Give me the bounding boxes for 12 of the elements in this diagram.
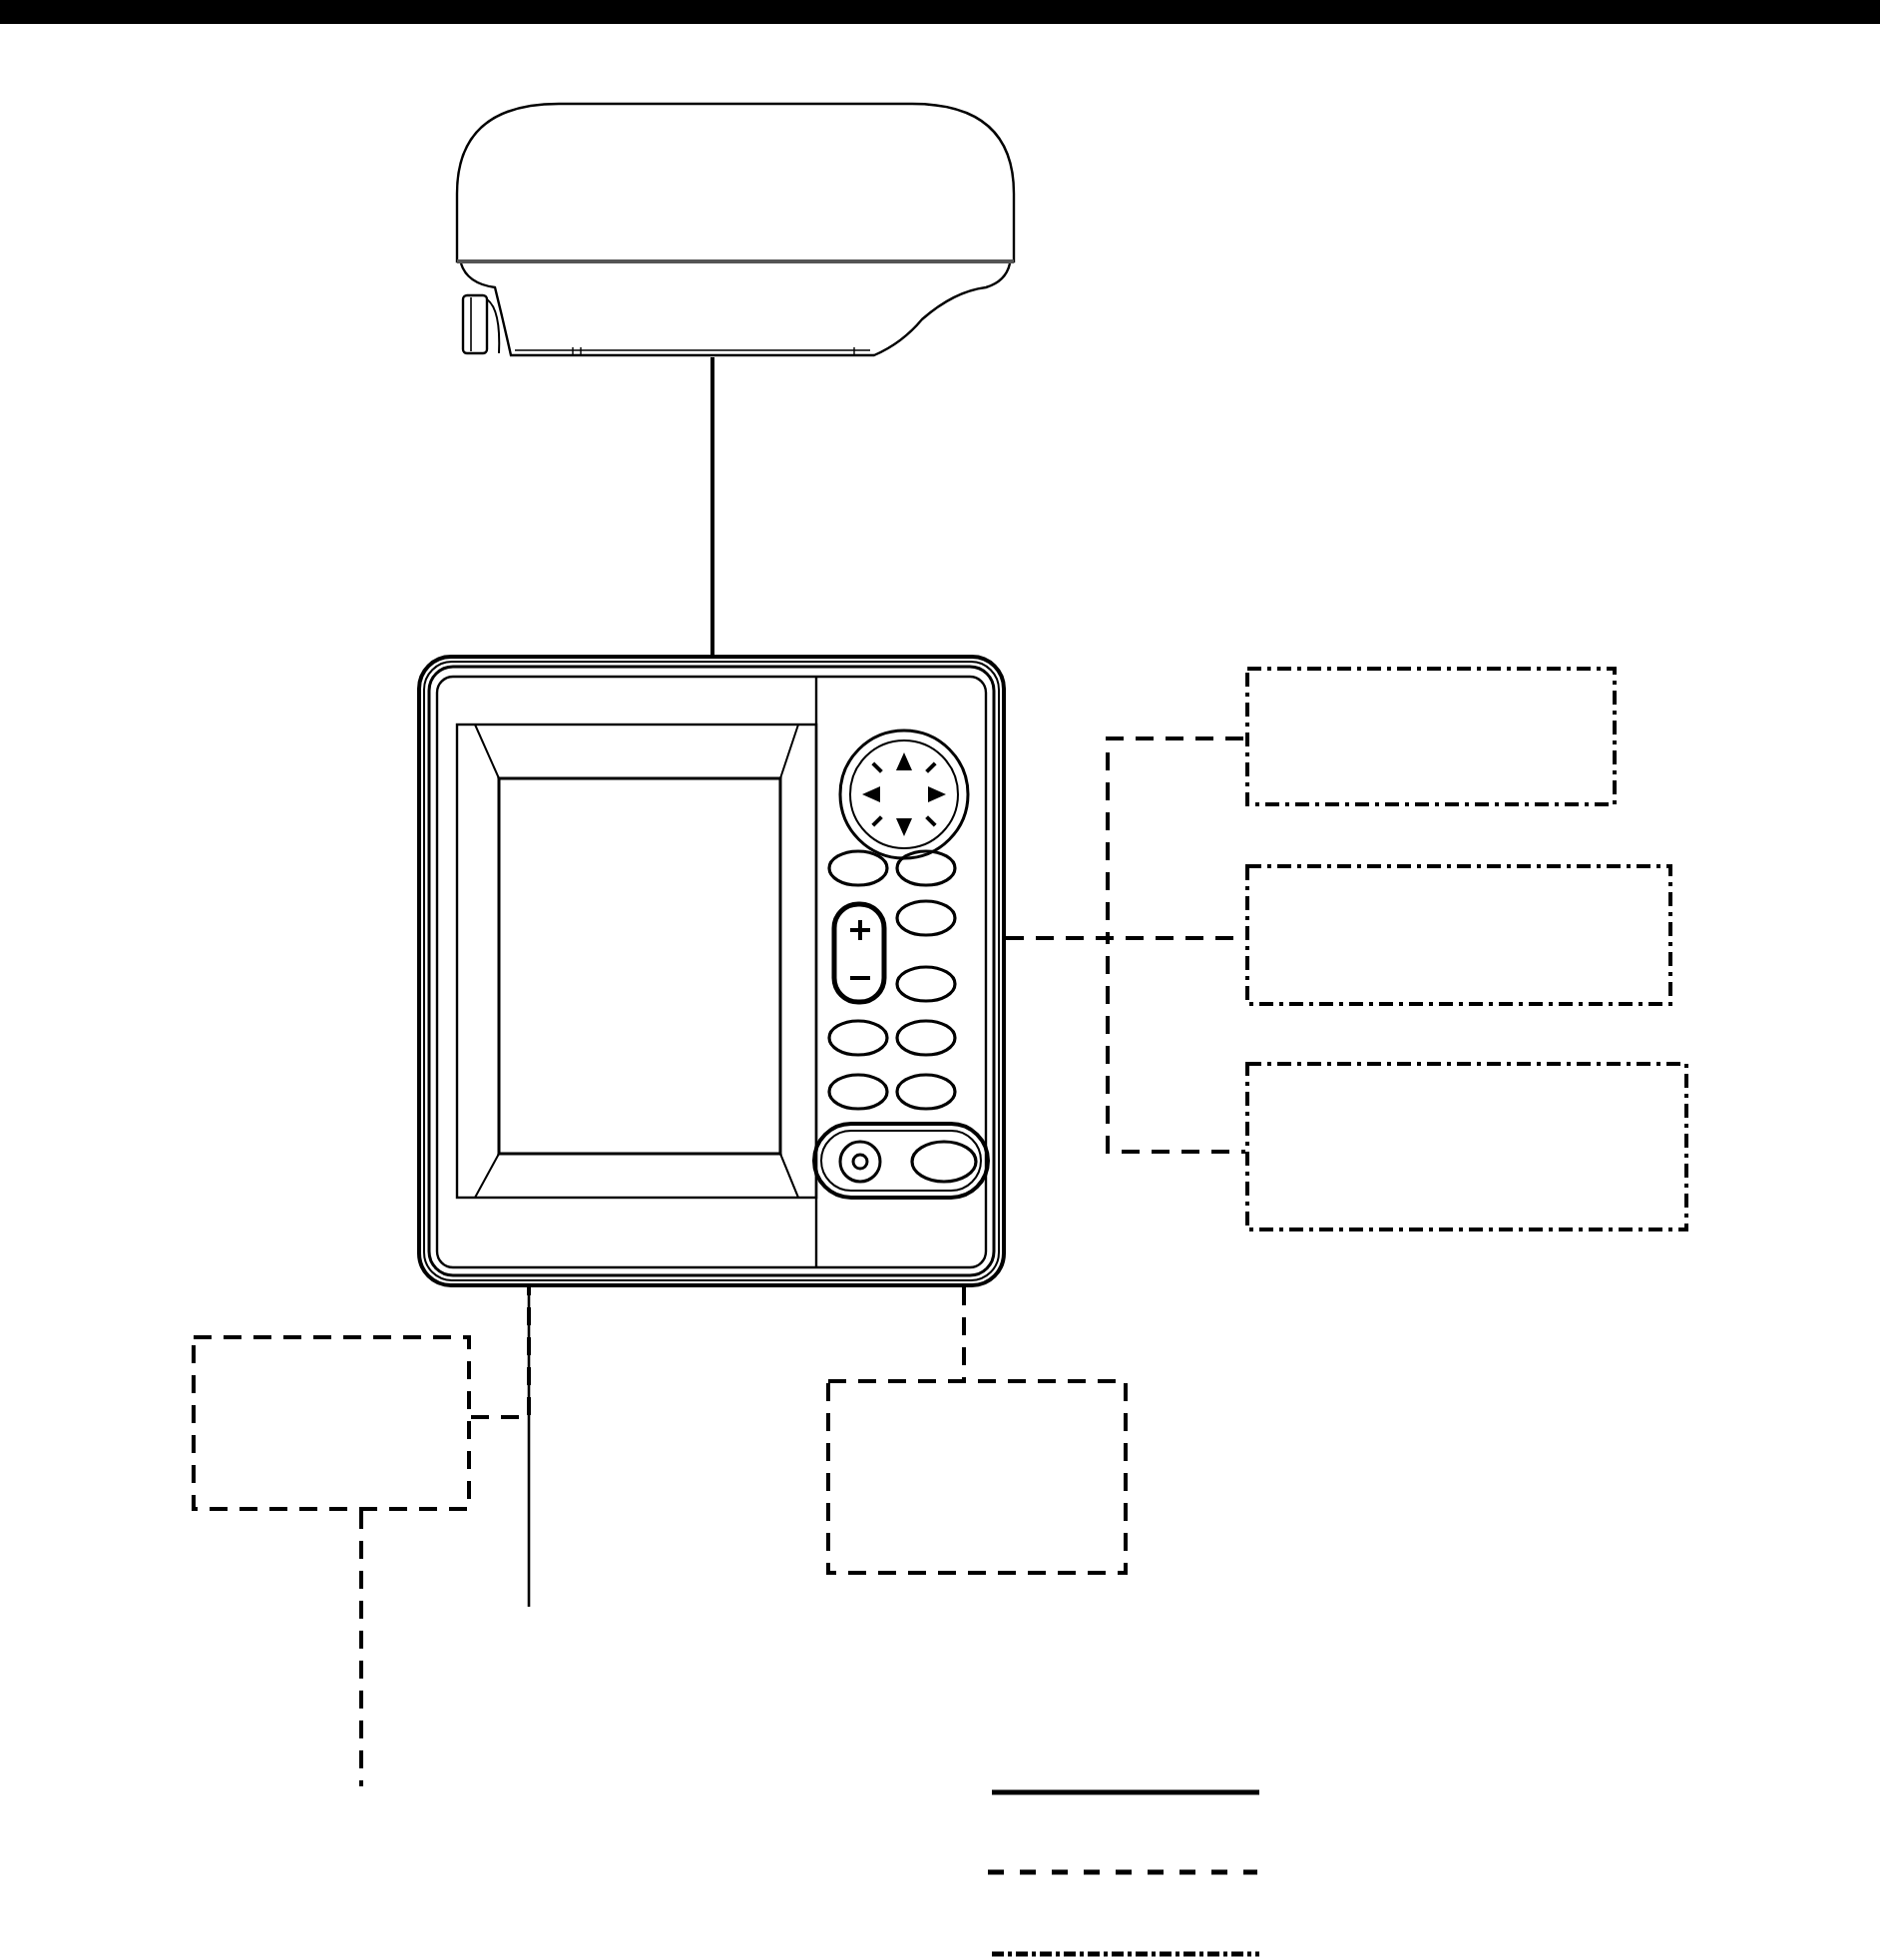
dash-dot-frame xyxy=(1245,1062,1688,1231)
dashed-frame xyxy=(826,1379,1128,1575)
dash-dot-frame xyxy=(1245,864,1672,1006)
dashed-cable-line xyxy=(359,1511,363,1786)
dashed-cable-line xyxy=(962,1287,966,1379)
cable-line xyxy=(710,357,714,655)
radome-antenna-drawing xyxy=(453,102,1018,357)
display-unit-drawing xyxy=(417,655,1006,1287)
dashed-cable-line xyxy=(1006,936,1245,1154)
dashed-cable-line xyxy=(471,1287,531,1419)
dash-dot-frame xyxy=(1245,667,1617,806)
dashed-frame xyxy=(192,1335,471,1511)
